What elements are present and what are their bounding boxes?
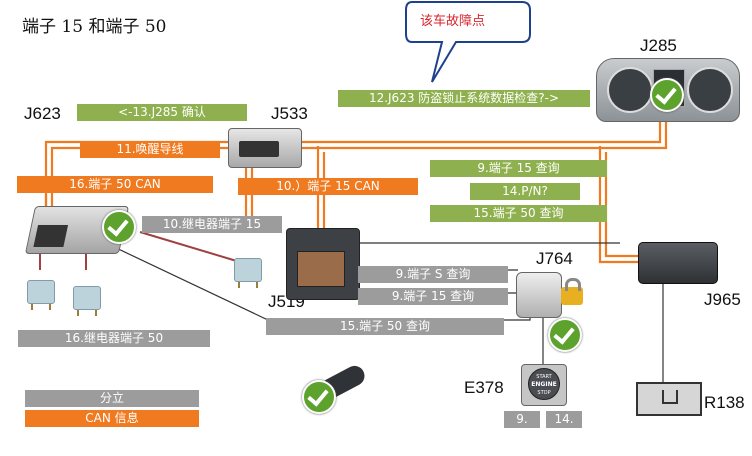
fault-callout-bubble (405, 1, 531, 83)
body-control-module-j519 (286, 228, 360, 300)
label-r138: R138 (704, 393, 745, 412)
antenna-icon (662, 390, 678, 404)
label-j623: J623 (24, 104, 61, 123)
label-terminal-50-can: 16.端子 50 CAN (17, 176, 213, 193)
check-icon-j764 (548, 318, 582, 352)
steering-lock-j764 (516, 272, 562, 318)
discrete-wires (111, 242, 664, 384)
j533-connector (239, 141, 279, 157)
j623-connector (33, 225, 69, 247)
label-j285-confirm: <-13.J285 确认 (77, 104, 247, 121)
check-icon-key-fob (302, 380, 336, 414)
gateway-j533-module (228, 128, 302, 168)
label-e378: E378 (464, 378, 504, 397)
keyless-module-j965 (638, 242, 718, 284)
engine-button-line2: ENGINE (531, 381, 557, 388)
padlock-shackle (565, 278, 581, 291)
label-p-n: 14.P/N? (470, 183, 580, 200)
page-title: 端子 15 和端子 50 (22, 17, 167, 37)
legend-discrete: 分立 (25, 390, 199, 407)
engine-start-stop-button-e378: START ENGINE STOP (521, 364, 567, 406)
label-j764: J764 (536, 249, 573, 268)
j519-fuse-block (297, 251, 345, 287)
label-terminal-50-query-a: 15.端子 50 查询 (430, 205, 607, 222)
label-terminal-50-query-b: 15.端子 50 查询 (266, 318, 504, 335)
gauge-right (687, 67, 733, 113)
label-j533: J533 (271, 104, 308, 123)
label-terminal-15-query-b: 9.端子 15 查询 (358, 288, 508, 305)
label-anti-theft-check: 12.J623 防盗锁止系统数据检查?-> (338, 90, 590, 107)
relay-icon-terminal-50-a (27, 280, 55, 310)
label-j285: J285 (640, 36, 677, 55)
label-terminal-15-query-a: 9.端子 15 查询 (430, 160, 607, 177)
engine-button-face: START ENGINE STOP (528, 368, 560, 400)
padlock-icon (561, 278, 583, 305)
check-icon-j623 (102, 210, 136, 244)
label-step-14: 14. (546, 411, 582, 428)
label-relay-terminal-15: 10.继电器端子 15 (142, 216, 282, 233)
label-j965: J965 (704, 290, 741, 309)
fault-callout-text: 该车故障点 (420, 14, 486, 29)
relay-icon-terminal-50-b (73, 286, 101, 316)
instrument-cluster-j285 (596, 58, 740, 122)
antenna-r138 (636, 382, 702, 416)
label-wake-up-wire: 11.唤醒导线 (80, 141, 220, 158)
legend-can-info: CAN 信息 (25, 410, 199, 427)
gauge-left (607, 67, 653, 113)
check-icon-j285 (650, 78, 684, 112)
engine-button-line3: STOP (537, 390, 551, 396)
label-terminal-15-can: 10.）端子 15 CAN (238, 178, 418, 195)
relay-icon-terminal-15 (234, 258, 262, 288)
engine-button-line1: START (536, 374, 552, 380)
label-step-9: 9. (504, 411, 540, 428)
label-relay-terminal-50: 16.继电器端子 50 (18, 330, 210, 347)
label-terminal-s-query: 9.端子 S 查询 (358, 266, 508, 283)
